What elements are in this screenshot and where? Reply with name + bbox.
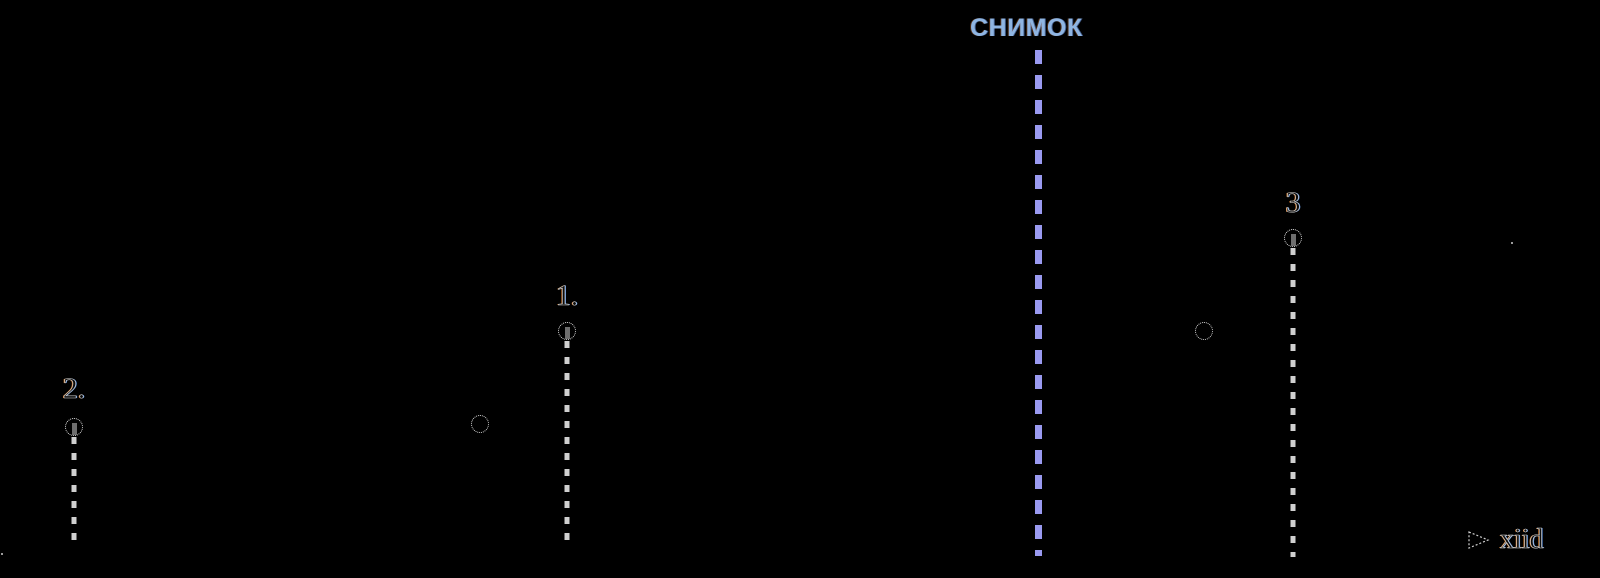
axis-legend: xiid: [1465, 524, 1544, 555]
unlabeled-node-b[interactable]: [1195, 322, 1213, 340]
event-marker-1-number: 1.: [555, 279, 579, 312]
speck-left: [1, 553, 3, 555]
unlabeled-node-a[interactable]: [471, 415, 489, 433]
event-marker-3-node[interactable]: [1284, 229, 1302, 247]
event-marker-3-stem: [1290, 248, 1296, 557]
snapshot-banner-label: СНИМОК: [970, 14, 1083, 42]
axis-legend-label: xiid: [1500, 524, 1544, 555]
speck-right: [1511, 242, 1513, 244]
event-marker-2-stem: [71, 437, 77, 544]
snapshot-playhead-line[interactable]: [1035, 50, 1042, 556]
event-marker-2-number: 2.: [62, 372, 86, 405]
event-marker-3-number: 3: [1285, 186, 1301, 219]
event-marker-1-node[interactable]: [558, 322, 576, 340]
event-marker-2-node[interactable]: [65, 418, 83, 436]
event-marker-1-stem: [564, 341, 570, 547]
play-triangle-icon: [1468, 531, 1490, 549]
